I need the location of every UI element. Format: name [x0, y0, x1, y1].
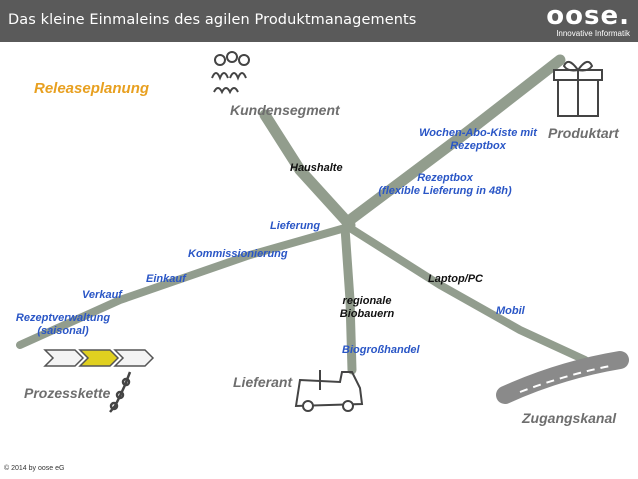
item-biogrosshandel: Biogroßhandel — [342, 344, 420, 356]
label-prozesskette: Prozesskette — [24, 385, 111, 401]
axis-prozesskette — [16, 224, 349, 349]
oose-logo: oose. Innovative Informatik — [546, 2, 630, 38]
axis-lieferant — [340, 223, 357, 375]
chain-icon — [109, 371, 132, 413]
road-icon — [496, 351, 629, 404]
item-lieferung: Lieferung — [270, 220, 321, 232]
releaseplanung-heading: Releaseplanung — [34, 80, 150, 97]
label-lieferant: Lieferant — [233, 374, 293, 390]
item-laptop: Laptop/PC — [428, 273, 483, 285]
item-rezeptbox: Rezeptbox (flexible Lieferung in 48h) — [365, 172, 525, 197]
truck-icon — [294, 370, 364, 412]
item-rezeptverwaltung: Rezeptverwaltung (saisonal) — [8, 312, 118, 337]
item-biobauern-line2: Biobauern — [339, 307, 395, 320]
item-rezeptverwaltung-line1: Rezeptverwaltung — [15, 312, 111, 324]
axis-produktart — [344, 54, 566, 226]
item-haushalte: Haushalte — [290, 162, 343, 174]
label-produktart: Produktart — [548, 125, 619, 141]
item-einkauf: Einkauf — [146, 273, 186, 285]
copyright-notice: © 2014 by oose eG — [4, 465, 65, 472]
header-bar: Das kleine Einmaleins des agilen Produkt… — [0, 0, 638, 42]
item-verkauf: Verkauf — [82, 289, 122, 301]
process-chevrons — [43, 349, 155, 367]
item-mobil: Mobil — [496, 305, 525, 317]
gift-icon — [553, 60, 603, 117]
item-kommissionierung: Kommissionierung — [188, 248, 288, 260]
item-rezeptbox-line1: Rezeptbox — [417, 172, 473, 184]
item-regionale-line1: regionale — [342, 295, 392, 307]
item-regionale-biobauern: regionale Biobauern — [332, 295, 402, 320]
logo-tagline: Innovative Informatik — [556, 29, 630, 38]
axis-zugangskanal — [346, 224, 589, 364]
label-zugangskanal: Zugangskanal — [522, 410, 617, 426]
axis-lines — [16, 54, 589, 375]
label-kundensegment: Kundensegment — [230, 102, 340, 118]
item-rezeptverwaltung-line2: (saisonal) — [37, 324, 89, 337]
item-wochen-abo-kiste: Wochen-Abo-Kiste mit Rezeptbox — [413, 127, 543, 152]
axis-kundensegment — [259, 109, 356, 231]
people-icon — [211, 51, 250, 95]
item-rezeptbox-line2: (flexible Lieferung in 48h) — [378, 184, 512, 197]
page-title: Das kleine Einmaleins des agilen Produkt… — [8, 12, 417, 28]
item-wochen-abo-kiste-line2: Rezeptbox — [450, 139, 506, 152]
logo-word: oose. — [546, 1, 630, 31]
item-wochen-abo-kiste-line1: Wochen-Abo-Kiste mit — [419, 127, 537, 139]
